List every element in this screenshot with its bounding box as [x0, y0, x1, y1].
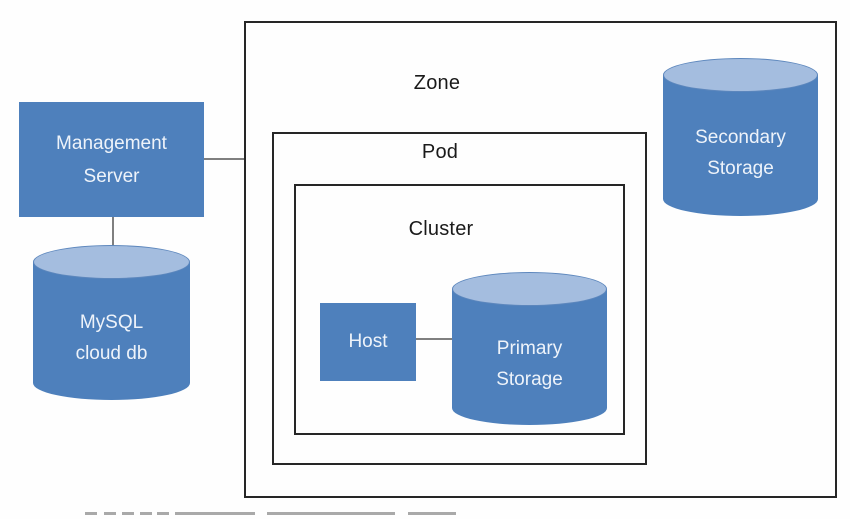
cluster-container [294, 184, 625, 435]
cropped-caption-fragment [408, 512, 456, 515]
secondary-storage-body: Secondary Storage [663, 75, 818, 216]
cropped-caption-fragment [140, 512, 152, 515]
primary-storage-label-line2: Storage [496, 369, 563, 390]
zone-label: Zone [413, 72, 461, 94]
cropped-caption-fragment [122, 512, 134, 515]
zone-container [244, 21, 837, 498]
management-server-label-line2: Server [83, 165, 140, 187]
host-node: Host [320, 303, 416, 381]
management-server-label-line1: Management [56, 132, 167, 154]
primary-storage-label-line1: Primary [496, 338, 563, 359]
primary-storage-body: Primary Storage [452, 289, 607, 425]
cropped-caption-fragment [104, 512, 116, 515]
secondary-storage-label-line2: Storage [707, 157, 774, 179]
mysql-cloud-db-cylinder: MySQL cloud db [33, 245, 190, 400]
cylinder-top-ellipse [33, 245, 190, 279]
cropped-caption-fragment [157, 512, 169, 515]
primary-storage-cylinder: Primary Storage [452, 272, 607, 425]
secondary-storage-cylinder: Secondary Storage [663, 58, 818, 216]
mysql-cloud-db-body: MySQL cloud db [33, 262, 190, 400]
host-label: Host [348, 331, 388, 352]
cropped-caption-fragment [85, 512, 97, 515]
connector-management-server-to-zone [204, 158, 244, 160]
cylinder-top-ellipse [663, 58, 818, 92]
connector-management-server-to-mysql-db [112, 217, 114, 247]
pod-container [272, 132, 647, 465]
cropped-caption-fragment [175, 512, 255, 515]
cropped-caption-fragment [267, 512, 395, 515]
secondary-storage-label-line1: Secondary [695, 126, 786, 148]
connector-host-to-primary-storage [416, 338, 452, 340]
mysql-db-label-line2: cloud db [75, 343, 148, 364]
cylinder-top-ellipse [452, 272, 607, 306]
cluster-label: Cluster [408, 218, 474, 240]
pod-label: Pod [421, 141, 459, 163]
mysql-db-label-line1: MySQL [79, 312, 144, 333]
management-server-node: Management Server [19, 102, 204, 217]
